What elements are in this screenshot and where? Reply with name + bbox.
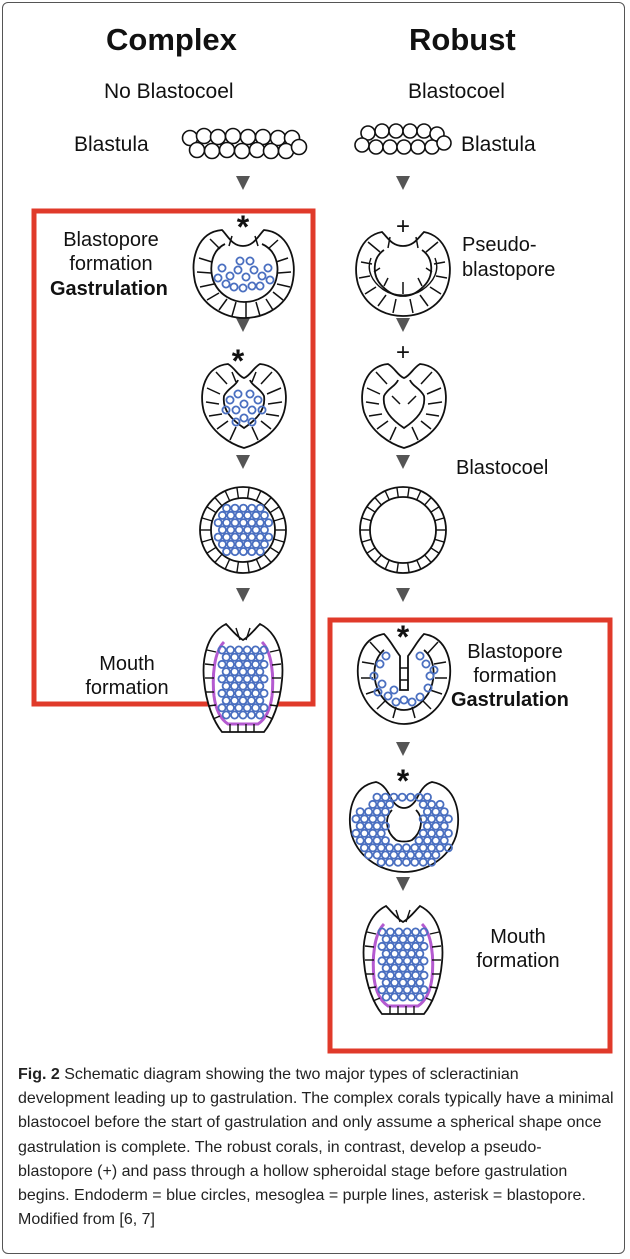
- complex-stage4-embryo: [204, 624, 283, 732]
- robust-arrow-1: [396, 176, 410, 190]
- robust-stage4-asterisk: *: [397, 619, 410, 655]
- complex-arrow-1: [236, 176, 250, 190]
- robust-stage2-embryo: [362, 364, 446, 448]
- development-diagram: * *: [0, 0, 630, 1060]
- robust-stage5-asterisk: *: [397, 763, 410, 799]
- caption-label: Fig. 2: [18, 1066, 60, 1083]
- figure-caption: Fig. 2 Schematic diagram showing the two…: [18, 1063, 614, 1232]
- robust-arrow-6: [396, 877, 410, 891]
- robust-arrow-5: [396, 742, 410, 756]
- robust-pseudoblastopore-embryo: [356, 232, 450, 316]
- complex-arrow-2: [236, 318, 250, 332]
- complex-arrow-4: [236, 588, 250, 602]
- complex-stage2-asterisk: *: [232, 343, 245, 379]
- robust-stage2-mark: +: [396, 339, 410, 366]
- robust-pseudo-mark: +: [396, 213, 410, 240]
- robust-stage6-embryo: [364, 906, 443, 1014]
- complex-stage1-asterisk: *: [237, 209, 250, 245]
- robust-arrow-3: [396, 455, 410, 469]
- robust-arrow-4: [396, 588, 410, 602]
- robust-blastula-icon: [355, 124, 451, 154]
- robust-hollow-sphere: [360, 487, 446, 573]
- complex-arrow-3: [236, 455, 250, 469]
- caption-text: Schematic diagram showing the two major …: [18, 1066, 614, 1228]
- robust-arrow-2: [396, 318, 410, 332]
- complex-blastula-icon: [183, 129, 307, 159]
- complex-stage3-embryo: [200, 487, 286, 573]
